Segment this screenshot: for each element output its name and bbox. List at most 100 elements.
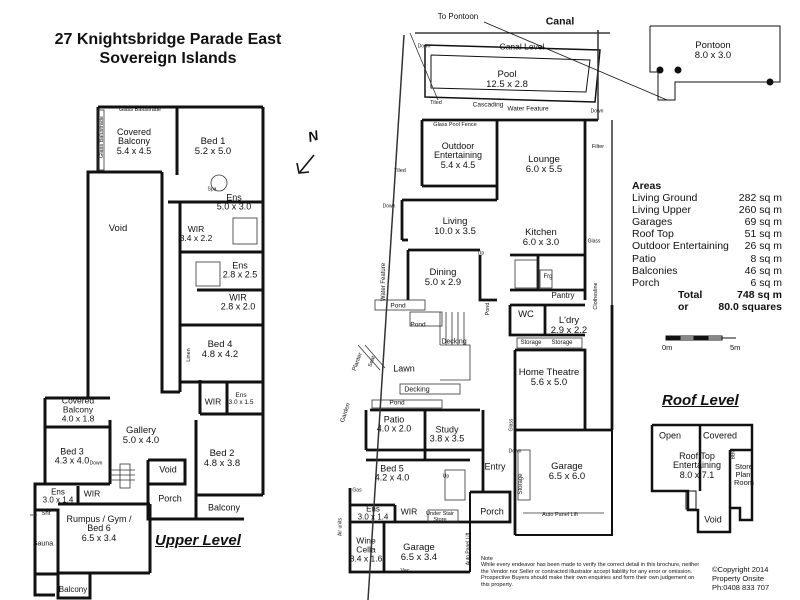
room-label-pond-left: Pond [390, 302, 406, 310]
areas-alt-value: 80.0 squares [718, 300, 782, 313]
room-label-home-theatre: Home Theatre 5.6 x 5.0 [518, 367, 580, 388]
room-label-down-pool-right: Down [590, 108, 604, 115]
room-label-lawn: Lawn [393, 363, 415, 374]
room-label-covered-balcony-small: Covered Balcony 4.0 x 1.8 [61, 395, 95, 424]
room-label-decking-bottom: Decking [404, 386, 430, 394]
copyright-phone: Ph:0408 833 707 [712, 582, 770, 592]
areas-row-label: Living Ground [632, 192, 698, 205]
room-label-porch-upper: Porch [158, 493, 182, 504]
room-label-gallery: Gallery 5.0 x 4.0 [122, 425, 160, 446]
room-label-vac: Vac [400, 568, 410, 575]
upper-level-heading: Upper Level [155, 532, 241, 549]
property-suburb: Sovereign Islands [99, 50, 237, 67]
areas-row-value: 26 sq m [744, 240, 782, 253]
areas-row-value: 260 sq m [738, 204, 782, 217]
room-label-ldry: L'dry 2.9 x 2.2 [550, 315, 588, 336]
room-label-void-small: Void [159, 464, 177, 475]
areas-row-value: 6 sq m [750, 276, 782, 289]
room-label-water-feature-side: Water Feature [380, 262, 387, 302]
room-label-roof-top-entertaining: Roof Top Entertaining 8.0 x 7.1 [672, 450, 722, 480]
areas-row: Living Upper 260 sq m [632, 204, 782, 216]
copyright-block: ©Copyright 2014 Property Onsite Ph:0408 … [712, 565, 770, 592]
room-label-outdoor-entertaining: Outdoor Entertaining 5.4 x 4.5 [433, 140, 483, 170]
room-label-water-feature-pool: Water Feature [507, 105, 549, 113]
room-label-wir-ground: WIR [400, 506, 418, 517]
room-label-covered-balcony-upper: Covered Balcony 5.4 x 4.5 [116, 126, 152, 156]
areas-row-label: Outdoor Entertaining [632, 240, 729, 253]
room-label-lounge: Lounge 6.0 x 5.5 [525, 154, 563, 175]
ground-level-details [357, 30, 613, 600]
room-label-down-upper: Down [89, 460, 103, 467]
areas-row-label: Garages [632, 216, 673, 229]
areas-heading: Areas [632, 180, 662, 192]
areas-total-value: 748 sq m [737, 288, 782, 301]
room-label-study: Study 3.8 x 3.5 [429, 424, 465, 444]
disclaimer-note: Note While every endeavor has been made … [481, 556, 700, 588]
property-title: 27 Knightsbridge Parade East Sovereign I… [55, 30, 282, 68]
room-label-frg: Frg [543, 273, 553, 280]
room-label-under-stair: Under Stair Store [426, 511, 454, 523]
room-label-pontoon: Pontoon 8.0 x 3.0 [694, 40, 732, 61]
room-label-balcony-small: Balcony [58, 584, 88, 594]
room-label-store-plant-room: Store Plant Room [733, 462, 755, 487]
room-label-kitchen: Kitchen 6.0 x 3.0 [522, 227, 560, 248]
areas-row-label: Living Upper [632, 204, 691, 217]
room-label-storage-left: Storage [520, 339, 542, 346]
scale-bar [665, 335, 736, 341]
room-label-wine-cellar: Wine Cella 3.4 x 1.6 [349, 535, 383, 564]
roof-level-heading: Roof Level [662, 392, 739, 409]
copyright-line: ©Copyright 2014 [712, 565, 769, 574]
room-label-ens1: Ens 5.0 x 3.0 [216, 192, 252, 212]
areas-total-row: Total 748 sq m [632, 289, 782, 301]
upper-level-plan [33, 105, 265, 600]
room-label-void-main: Void [108, 223, 128, 235]
room-label-down-canal: Down [417, 43, 431, 50]
room-label-glass-balustrade-side: Glass Balustrade [99, 116, 106, 158]
room-label-tiled-mid: Tiled [394, 168, 406, 175]
room-label-wir2: WIR 2.8 x 2.0 [220, 292, 256, 312]
room-label-entry: Entry [484, 461, 506, 472]
areas-row-label: Porch [632, 276, 660, 289]
room-label-balcony-upper: Balcony [207, 502, 241, 513]
room-label-decking-top: Decking [441, 338, 467, 346]
room-label-ens2: Ens 2.8 x 2.5 [222, 260, 258, 280]
room-label-glass-study: Glass [508, 418, 515, 432]
scale-start-label: 0m [662, 343, 673, 352]
room-label-living: Living 10.0 x 3.5 [434, 216, 476, 237]
room-label-up-bed5: Up [442, 473, 450, 480]
areas-row-value: 51 sq m [744, 228, 782, 241]
areas-row-value: 69 sq m [744, 216, 782, 229]
room-label-down-hall: Down [508, 448, 522, 455]
room-label-glass-pool-fence: Glass Pool Fence [433, 122, 477, 129]
room-label-canal-level: Canal Level [499, 41, 545, 52]
room-label-wir4: WIR [83, 488, 101, 499]
room-label-patio: Patio 4.0 x 2.0 [376, 414, 412, 434]
room-label-bed3: Bed 3 4.3 x 4.0 [54, 446, 90, 466]
compass-arrow [296, 154, 315, 174]
room-label-pantry: Pantry [551, 290, 575, 300]
room-label-down-ground: Down [382, 203, 396, 210]
areas-row-value: 282 sq m [738, 192, 782, 205]
room-label-auto-panel-lift-left: Auto Panel Lift [465, 532, 472, 566]
room-label-pond-bottom: Pond [389, 399, 405, 407]
room-label-pond-right: Pond [485, 302, 492, 316]
areas-table: Areas Living Ground 282 sq m Living Upper 2… [632, 180, 782, 313]
room-label-glass-balustrade-top: Glass Balustrade [119, 107, 161, 114]
room-label-up-ground: Up [477, 250, 485, 257]
room-label-storage-garage: Storage [517, 473, 524, 495]
pontoon-plan [483, 21, 781, 101]
areas-row-label: Balconies [632, 264, 678, 277]
ground-level-plan [348, 32, 614, 574]
room-label-air-units: Air units [337, 517, 344, 537]
room-label-to-pontoon: To Pontoon [437, 11, 479, 21]
areas-row: Outdoor Entertaining 26 sq m [632, 240, 782, 252]
room-label-ens-ground: Ens 3.0 x 1.4 [357, 504, 389, 522]
room-label-garage-large: Garage 6.5 x 6.0 [548, 461, 586, 482]
room-label-void-roof: Void [704, 514, 722, 525]
room-label-wir1: WIR 3.4 x 2.2 [179, 224, 213, 243]
room-label-tiled-top: Tiled [430, 100, 442, 107]
room-label-auto-panel-lift-right: Auto Panel Lift [542, 512, 578, 519]
